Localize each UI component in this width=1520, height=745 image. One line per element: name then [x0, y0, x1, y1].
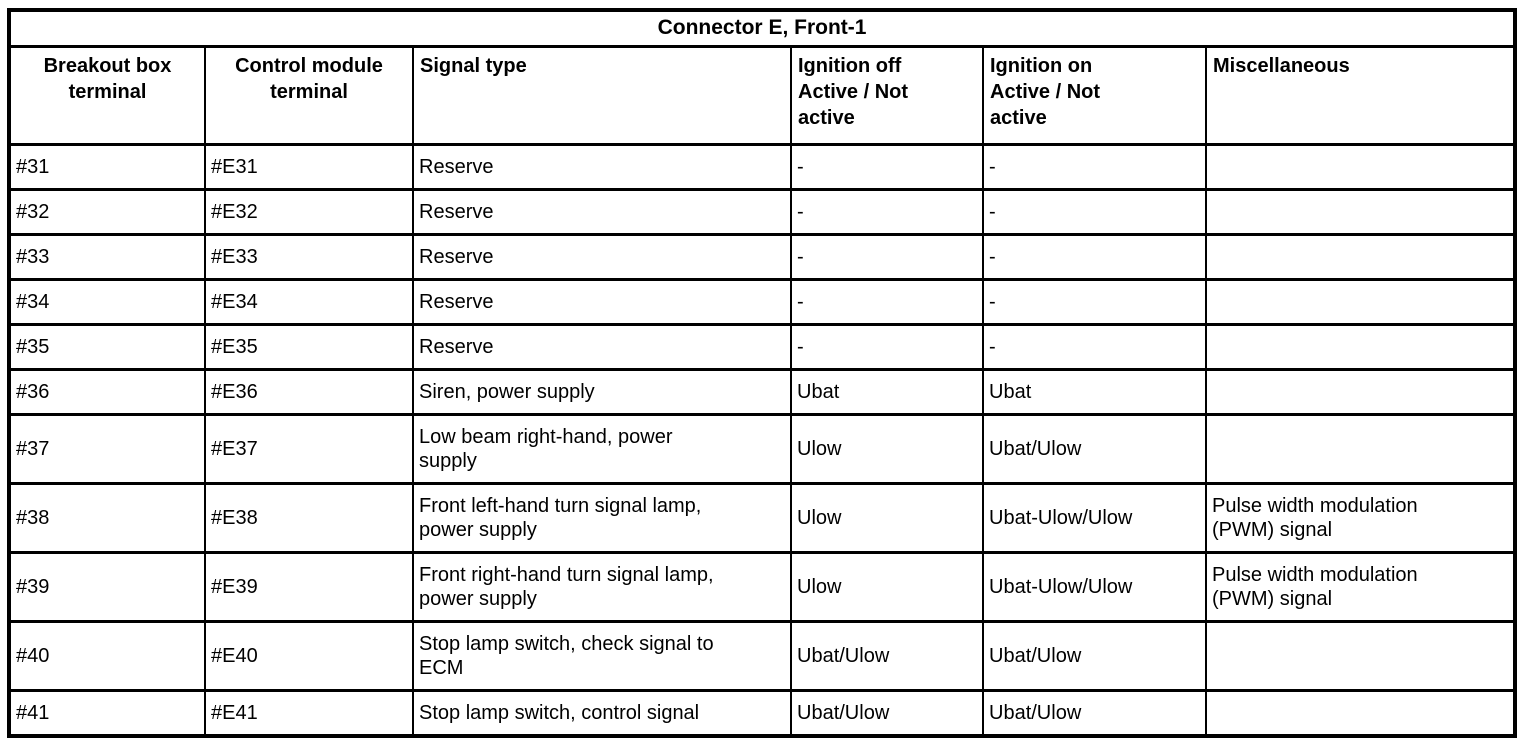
cell-misc: [1204, 412, 1517, 485]
title-row: Connector E, Front-1: [7, 8, 1517, 48]
column-header-row: Breakout box terminal Control module ter…: [8, 44, 1517, 146]
connector-pinout-table: Connector E, Front-1 Breakout box termin…: [7, 8, 1518, 738]
cell-misc: [1204, 187, 1517, 236]
cell-ignition-on: Ubat/Ulow: [982, 619, 1207, 692]
cell-ignition-off: -: [790, 187, 984, 236]
cell-breakout: #35: [8, 322, 206, 371]
cell-module: #E32: [204, 187, 414, 236]
table-header: Connector E, Front-1 Breakout box termin…: [7, 8, 1517, 146]
cell-module: #E41: [204, 688, 414, 737]
cell-breakout: #40: [8, 619, 206, 692]
cell-ignition-off: -: [790, 232, 984, 281]
cell-ignition-on: -: [982, 142, 1207, 191]
cell-signal: Reserve: [412, 277, 792, 326]
cell-module: #E35: [204, 322, 414, 371]
cell-signal: Stop lamp switch, check signal to ECM: [412, 619, 792, 692]
cell-module: #E36: [204, 367, 414, 416]
cell-module: #E40: [204, 619, 414, 692]
cell-ignition-off: Ulow: [790, 481, 984, 554]
cell-ignition-on: Ubat/Ulow: [982, 688, 1207, 737]
cell-signal: Front left-hand turn signal lamp, power …: [412, 481, 792, 554]
cell-breakout: #39: [8, 550, 206, 623]
cell-misc: [1204, 142, 1517, 191]
cell-ignition-on: Ubat: [982, 367, 1207, 416]
cell-breakout: #37: [8, 412, 206, 485]
cell-module: #E31: [204, 142, 414, 191]
cell-breakout: #36: [8, 367, 206, 416]
cell-ignition-on: -: [982, 187, 1207, 236]
cell-ignition-off: Ulow: [790, 550, 984, 623]
cell-ignition-off: -: [790, 322, 984, 371]
cell-misc: [1204, 367, 1517, 416]
cell-ignition-on: Ubat-Ulow/Ulow: [982, 481, 1207, 554]
cell-ignition-on: Ubat-Ulow/Ulow: [982, 550, 1207, 623]
cell-misc: [1204, 688, 1517, 737]
cell-module: #E34: [204, 277, 414, 326]
cell-breakout: #31: [8, 142, 206, 191]
cell-breakout: #32: [8, 187, 206, 236]
cell-ignition-on: -: [982, 232, 1207, 281]
cell-ignition-off: Ubat/Ulow: [790, 688, 984, 737]
column-header-control-module-terminal: Control module terminal: [204, 44, 414, 146]
cell-misc: [1204, 232, 1517, 281]
cell-ignition-on: -: [982, 322, 1207, 371]
cell-signal: Front right-hand turn signal lamp, power…: [412, 550, 792, 623]
cell-misc: [1204, 277, 1517, 326]
cell-breakout: #38: [8, 481, 206, 554]
cell-signal: Reserve: [412, 232, 792, 281]
column-header-ignition-on: Ignition on Active / Not active: [982, 44, 1207, 146]
cell-module: #E38: [204, 481, 414, 554]
cell-signal: Reserve: [412, 322, 792, 371]
cell-module: #E39: [204, 550, 414, 623]
cell-misc: Pulse width modulation (PWM) signal: [1204, 481, 1517, 554]
cell-breakout: #41: [8, 688, 206, 737]
cell-breakout: #34: [8, 277, 206, 326]
cell-ignition-off: -: [790, 277, 984, 326]
column-header-miscellaneous: Miscellaneous: [1204, 44, 1517, 146]
cell-ignition-off: Ubat/Ulow: [790, 619, 984, 692]
cell-signal: Low beam right-hand, power supply: [412, 412, 792, 485]
cell-signal: Siren, power supply: [412, 367, 792, 416]
cell-module: #E33: [204, 232, 414, 281]
cell-breakout: #33: [8, 232, 206, 281]
cell-signal: Stop lamp switch, control signal: [412, 688, 792, 737]
cell-ignition-on: -: [982, 277, 1207, 326]
column-header-ignition-off: Ignition off Active / Not active: [790, 44, 984, 146]
cell-signal: Reserve: [412, 142, 792, 191]
cell-ignition-off: Ulow: [790, 412, 984, 485]
cell-ignition-off: Ubat: [790, 367, 984, 416]
column-header-signal-type: Signal type: [412, 44, 792, 146]
cell-misc: [1204, 322, 1517, 371]
cell-signal: Reserve: [412, 187, 792, 236]
cell-module: #E37: [204, 412, 414, 485]
cell-ignition-off: -: [790, 142, 984, 191]
cell-misc: Pulse width modulation (PWM) signal: [1204, 550, 1517, 623]
cell-misc: [1204, 619, 1517, 692]
column-header-breakout-box-terminal: Breakout box terminal: [8, 44, 206, 146]
cell-ignition-on: Ubat/Ulow: [982, 412, 1207, 485]
table-title: Connector E, Front-1: [7, 8, 1517, 48]
